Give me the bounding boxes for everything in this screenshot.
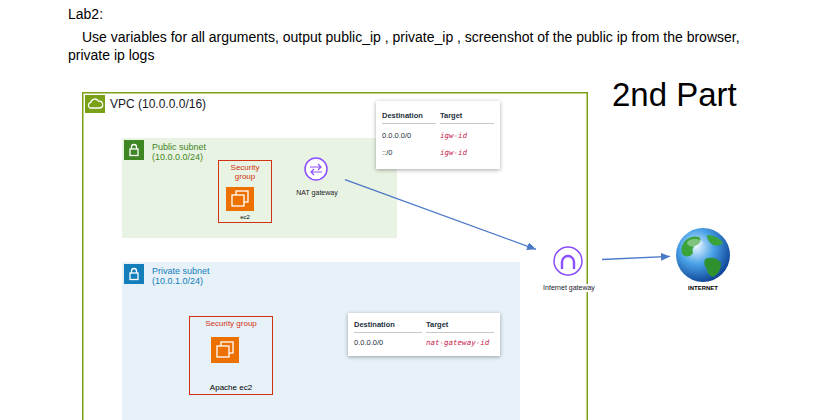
ec2-icon	[226, 187, 254, 211]
task-description: Use variables for all arguments, output …	[68, 28, 760, 64]
ec2-icon	[211, 337, 239, 363]
lab-heading: Lab2:	[68, 6, 268, 22]
node-caption: ec2	[220, 214, 270, 221]
table-cell: igw-id	[440, 148, 494, 159]
route-table: Destination Target 0.0.0.0/0 nat-gateway-id	[348, 313, 500, 356]
vpc-icon	[85, 95, 105, 113]
table-cell: 0.0.0.0/0	[382, 131, 436, 142]
globe-icon	[676, 228, 730, 282]
table-header: Target	[426, 320, 494, 333]
part-heading: 2nd Part	[612, 76, 822, 114]
private-subnet: Private subnet (10.0.1.0/24) Security gro…	[122, 262, 520, 420]
public-subnet: Public subnet (10.0.0.0/24)Security grou…	[122, 138, 397, 238]
vpc-boundary: VPC (10.0.0.0/16)DestinationTarget0.0.0.…	[82, 92, 588, 420]
network-link	[345, 180, 536, 250]
node-title: INTERNET	[687, 285, 719, 292]
security-group: Security group ec2	[218, 160, 272, 223]
public-subnet-lock-icon	[124, 140, 144, 160]
private-subnet-lock-icon	[124, 264, 144, 284]
table-header: Destination	[354, 320, 422, 333]
node-title: Private subnet (10.0.1.0/24)	[152, 266, 232, 287]
table-cell: ::/0	[382, 148, 436, 159]
internet-gateway: Internet gateway	[536, 245, 602, 292]
table-cell: igw-id	[440, 131, 494, 142]
nat-gateway-icon	[305, 158, 327, 180]
node-title: Security group	[220, 163, 270, 181]
route-table: DestinationTarget0.0.0.0/0igw-id::/0igw-…	[376, 101, 500, 169]
node-title: Security group	[191, 319, 271, 328]
table-header: Target	[440, 111, 494, 124]
nat-gateway: NAT gateway	[289, 156, 345, 198]
node-title: VPC (10.0.0.0/16)	[110, 98, 206, 112]
node-title: Public subnet (10.0.0.0/24)	[152, 142, 232, 163]
table-cell: 0.0.0.0/0	[354, 338, 422, 349]
node-title: Internet gateway	[542, 284, 596, 292]
security-group: Security groupApache ec2	[189, 316, 273, 395]
node-title: NAT gateway	[289, 189, 345, 197]
table-cell: nat-gateway-id	[426, 338, 494, 349]
internet-globe: INTERNET	[670, 226, 736, 292]
table-header: Destination	[382, 111, 436, 124]
network-link	[602, 256, 670, 259]
internet-gateway-icon	[554, 247, 582, 275]
node-caption: Apache ec2	[191, 383, 271, 392]
